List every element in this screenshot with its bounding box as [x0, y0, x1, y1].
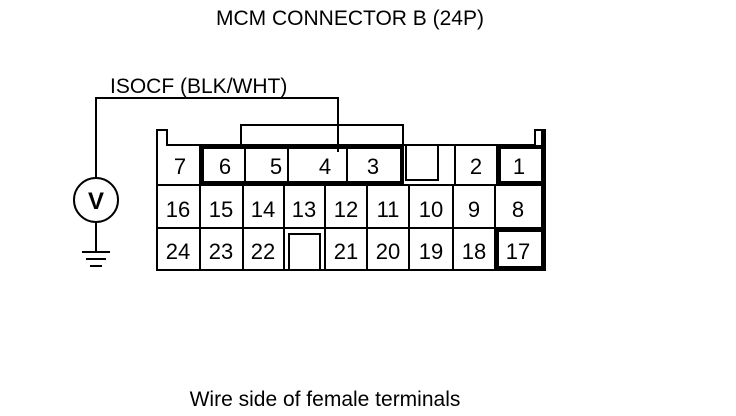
pin-19: 19 — [419, 239, 443, 264]
pin-17: 17 — [506, 239, 530, 264]
pin-6: 6 — [219, 154, 231, 179]
pin-9: 9 — [468, 197, 480, 222]
pin-15: 15 — [209, 197, 233, 222]
probe-wire — [95, 97, 339, 178]
voltmeter-letter: V — [88, 188, 104, 215]
pin-row-3: 24 23 22 21 20 19 18 17 — [166, 228, 545, 270]
pin-row-1: 7 6 5 4 3 2 1 — [174, 145, 545, 185]
pin-24: 24 — [166, 239, 190, 264]
ground-icon — [82, 251, 110, 267]
pin-21: 21 — [334, 239, 358, 264]
pin-2: 2 — [470, 154, 482, 179]
pin-16: 16 — [166, 197, 190, 222]
pin-4: 4 — [319, 154, 331, 179]
pin-13: 13 — [292, 197, 316, 222]
pin-11: 11 — [377, 197, 400, 222]
pin-7: 7 — [174, 154, 186, 179]
pin-1: 1 — [513, 154, 525, 179]
caption: Wire side of female terminals — [190, 388, 461, 411]
pin-12: 12 — [334, 197, 358, 222]
diagram-title: MCM CONNECTOR B (24P) — [216, 7, 484, 30]
pin-18: 18 — [462, 239, 486, 264]
pin-5: 5 — [270, 154, 282, 179]
pin-14: 14 — [251, 197, 275, 222]
voltmeter-icon: V — [73, 177, 119, 252]
pin-23: 23 — [209, 239, 233, 264]
pin-row-2: 16 15 14 13 12 11 10 9 8 — [166, 185, 524, 228]
wire-label: ISOCF (BLK/WHT) — [110, 75, 287, 98]
pin-22: 22 — [251, 239, 275, 264]
pin-20: 20 — [376, 239, 400, 264]
pin-3: 3 — [367, 154, 379, 179]
pin-8: 8 — [512, 197, 524, 222]
pin-10: 10 — [419, 197, 443, 222]
